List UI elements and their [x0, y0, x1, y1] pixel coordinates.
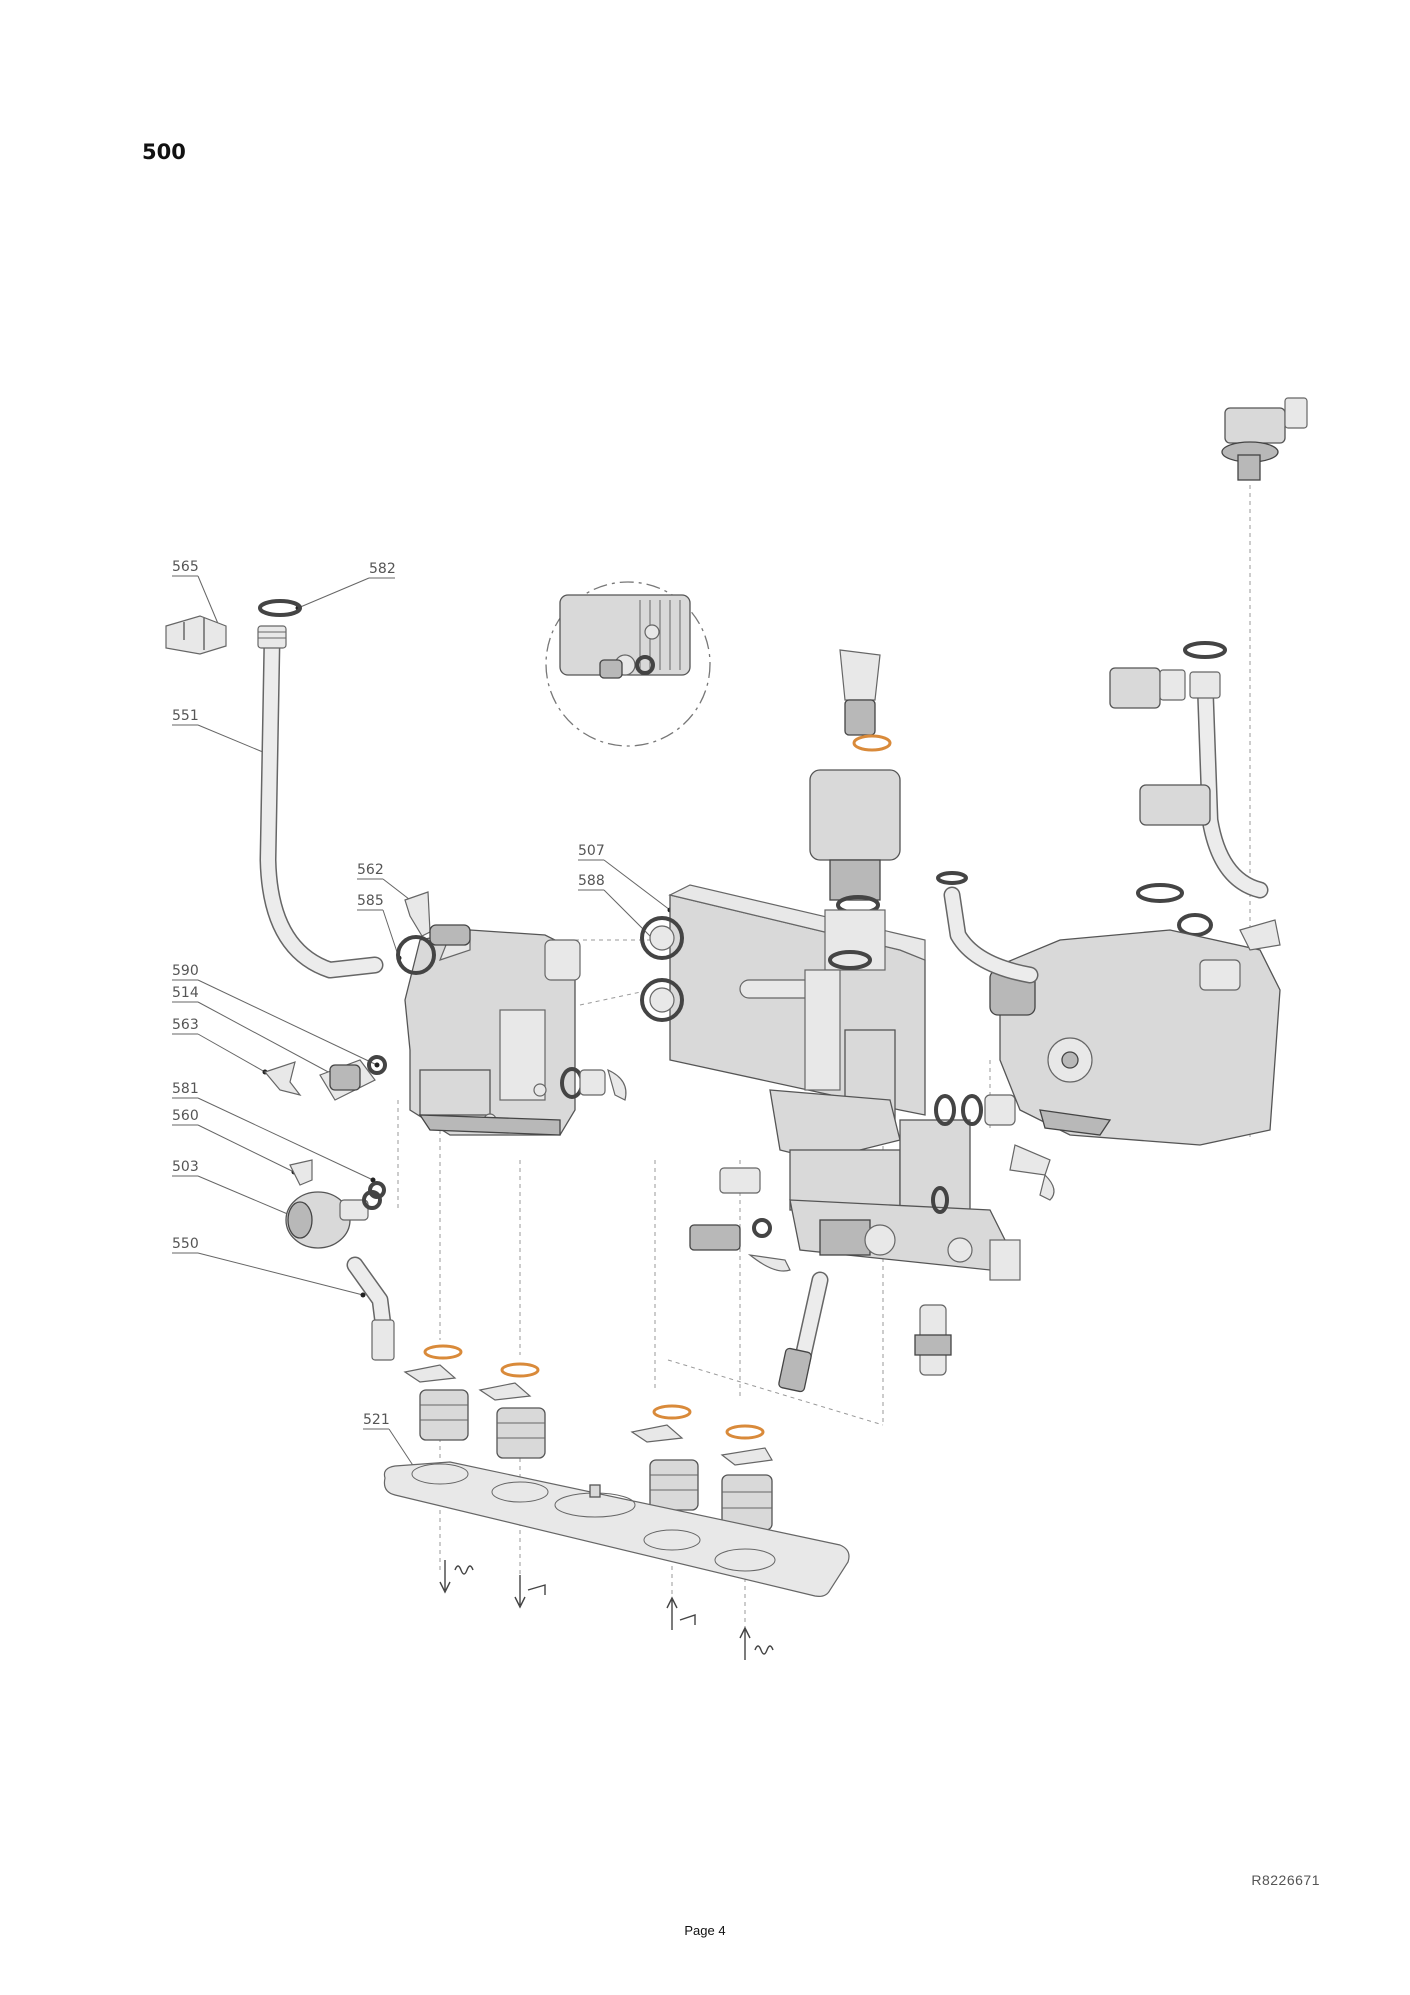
callout-581: 581 [172, 1081, 376, 1183]
part-588-o-rings [640, 916, 684, 1022]
callout-565: 565 [172, 559, 222, 629]
svg-text:562: 562 [357, 862, 384, 878]
callout-551: 551 [172, 708, 273, 758]
part-565-clip [165, 615, 227, 655]
svg-text:551: 551 [172, 708, 199, 724]
part-550-drain-elbow [346, 1256, 395, 1361]
flow-symbol-cold-water-in [666, 1596, 696, 1630]
svg-text:563: 563 [172, 1017, 199, 1033]
page-number: Page 4 [684, 1923, 726, 1938]
flow-symbol-heating-return [739, 1626, 774, 1660]
svg-text:521: 521 [363, 1412, 390, 1428]
central-hydraulic-assembly [560, 649, 1055, 1393]
svg-text:560: 560 [172, 1108, 199, 1124]
callout-560: 560 [172, 1108, 297, 1175]
bottom-connection-fittings [403, 1344, 773, 1531]
part-503-safety-valve [285, 1190, 382, 1249]
flow-symbol-hot-water-out [514, 1575, 546, 1609]
detail-inset [545, 581, 711, 747]
svg-text:581: 581 [172, 1081, 199, 1097]
svg-text:582: 582 [369, 561, 396, 577]
callout-590: 590 [172, 963, 380, 1068]
pump-assembly [936, 397, 1308, 1146]
svg-text:514: 514 [172, 985, 199, 1001]
section-number: 500 [142, 140, 186, 164]
part-582-o-ring [258, 599, 302, 617]
callout-582: 582 [295, 561, 396, 611]
part-514-cartridge [319, 1055, 387, 1101]
part-551-pipe [257, 625, 384, 979]
svg-text:565: 565 [172, 559, 199, 575]
part-521-mounting-plate [383, 1461, 850, 1597]
part-562-clip [404, 891, 431, 937]
drawing-reference-code: R8226671 [1251, 1872, 1320, 1888]
svg-text:507: 507 [578, 843, 605, 859]
flow-symbol-heating-flow [439, 1560, 474, 1594]
valve-body-assembly [396, 924, 581, 1136]
callout-550: 550 [172, 1236, 366, 1298]
svg-text:550: 550 [172, 1236, 199, 1252]
part-560-clip [289, 1159, 313, 1186]
svg-text:590: 590 [172, 963, 199, 979]
callout-563: 563 [172, 1017, 268, 1075]
svg-text:585: 585 [357, 893, 384, 909]
part-581-o-ring [368, 1181, 386, 1199]
callout-503: 503 [172, 1159, 293, 1218]
svg-text:503: 503 [172, 1159, 199, 1175]
svg-text:588: 588 [578, 873, 605, 889]
part-563-clip [263, 1061, 302, 1097]
callout-585: 585 [357, 893, 402, 961]
